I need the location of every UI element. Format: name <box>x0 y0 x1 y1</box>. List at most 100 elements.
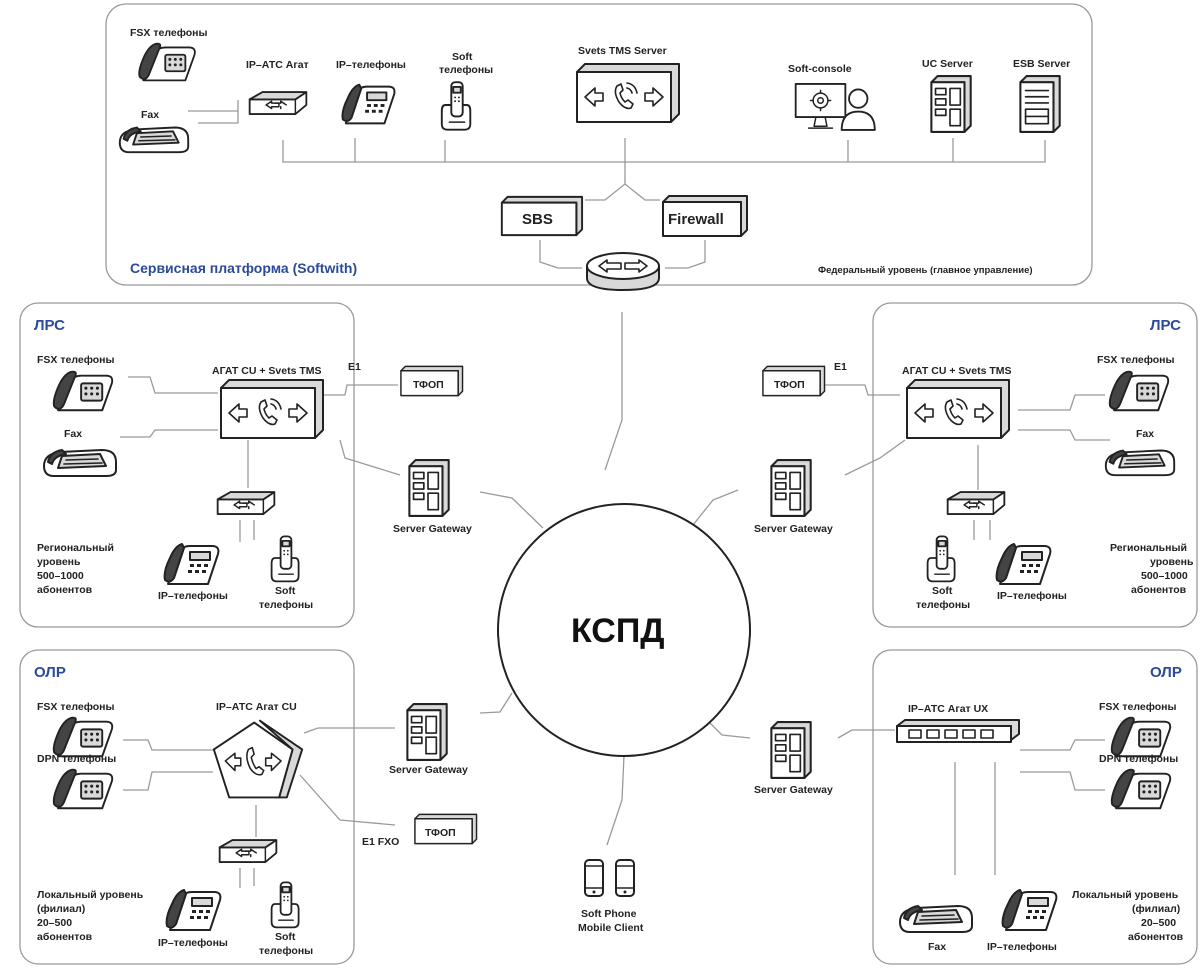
lrs-right-e1: E1 <box>834 361 847 373</box>
platform-ipats-label: IP–АТС Агат <box>246 59 309 71</box>
olr-left-desc4: абонентов <box>37 931 93 943</box>
desk-phone-icon <box>138 42 196 82</box>
lrs-right-fax: Fax <box>1136 428 1154 440</box>
lrs-left-fax: Fax <box>64 428 82 440</box>
desk-phone-icon <box>1108 370 1170 412</box>
platform-fsx-label: FSX телефоны <box>130 27 207 39</box>
olr-left-title: ОЛР <box>34 664 66 681</box>
lrs-left-title: ЛРС <box>34 317 65 334</box>
olr-right-fax: Fax <box>928 941 946 953</box>
platform-soft2-label: телефоны <box>439 64 493 76</box>
lrs-right-title: ЛРС <box>1150 317 1181 334</box>
olr-left-fsx: FSX телефоны <box>37 701 114 713</box>
platform-tms-label: Svets TMS Server <box>578 45 667 57</box>
mobile-phone-icon <box>615 859 635 897</box>
olr-left-desc2: (филиал) <box>37 903 85 915</box>
tms-server-icon <box>575 62 681 124</box>
olr-left-gateway: Server Gateway <box>389 764 468 776</box>
kspd-label: КСПД <box>571 612 665 650</box>
fax-icon <box>1104 449 1176 477</box>
platform-soft1-label: Soft <box>452 51 473 63</box>
olr-left-soft1: Soft <box>275 931 296 943</box>
fax-icon <box>899 905 973 933</box>
switch-icon <box>896 719 1020 743</box>
lrs-left-soft2: телефоны <box>259 599 313 611</box>
fax-icon <box>43 449 117 477</box>
desk-phone-icon <box>52 370 114 412</box>
desk-phone-icon <box>52 716 114 758</box>
olr-right-ipphones: IP–телефоны <box>987 941 1057 953</box>
olr-right: ОЛР FSX телефоны DPN телефоны IP–АТС Ага… <box>754 664 1184 953</box>
lrs-left-desc3: 500–1000 <box>37 570 84 582</box>
lrs-right-soft1: Soft <box>932 585 953 597</box>
desk-phone-icon <box>1110 768 1172 810</box>
olr-left-desc3: 20–500 <box>37 917 72 929</box>
platform-ipphones-label: IP–телефоны <box>336 59 406 71</box>
lrs-right-desc4: абонентов <box>1131 584 1187 596</box>
mobile-label-1: Soft Phone <box>581 908 637 920</box>
mobile-phone-icon <box>584 859 604 897</box>
lrs-right-desc3: 500–1000 <box>1141 570 1188 582</box>
lrs-left-fsx: FSX телефоны <box>37 354 114 366</box>
server-rack-icon <box>1019 74 1061 134</box>
lrs-left-desc2: уровень <box>37 556 81 568</box>
platform-fax-label: Fax <box>141 109 159 121</box>
kspd-core: КСПД Soft Phone Mobile Client <box>497 503 751 934</box>
lrs-left-core: АГАТ CU + Svets TMS <box>212 365 322 377</box>
gateway-icon <box>770 458 812 518</box>
olr-right-desc2: (филиал) <box>1132 903 1180 915</box>
olr-right-core: IP–АТС Агат UX <box>908 703 988 715</box>
platform-title: Сервисная платформа (Softwith) <box>130 260 357 276</box>
lrs-right-gateway: Server Gateway <box>754 523 833 535</box>
olr-right-gateway: Server Gateway <box>754 784 833 796</box>
olr-left-core: IP–АТС Агат CU <box>216 701 297 713</box>
olr-right-dpn: DPN телефоны <box>1099 753 1178 765</box>
connections <box>120 100 1110 888</box>
ip-pbx-icon <box>216 491 276 515</box>
lrs-left-desc1: Региональный <box>37 542 114 554</box>
gateway-icon <box>770 720 812 780</box>
lrs-left-ipphones: IP–телефоны <box>158 590 228 602</box>
olr-left-ipphones: IP–телефоны <box>158 937 228 949</box>
lrs-left-pstn: ТФОП <box>413 379 444 391</box>
tms-server-icon <box>905 378 1011 440</box>
gateway-icon <box>408 458 450 518</box>
platform-sbs-label: SBS <box>522 211 553 228</box>
olr-left: ОЛР FSX телефоны DPN телефоны IP–АТС Ага… <box>34 664 478 957</box>
desk-phone-icon <box>52 768 114 810</box>
platform-console-label: Soft-console <box>788 63 852 75</box>
olr-left-e1: E1 FXO <box>362 836 399 848</box>
mobile-label-2: Mobile Client <box>578 922 644 934</box>
lrs-right-soft2: телефоны <box>916 599 970 611</box>
lrs-left-soft1: Soft <box>275 585 296 597</box>
ip-pbx-icon <box>218 839 278 863</box>
server-rack-icon <box>930 74 972 134</box>
lrs-left-desc4: абонентов <box>37 584 93 596</box>
lrs-right-pstn: ТФОП <box>774 379 805 391</box>
platform-uc-label: UC Server <box>922 58 973 70</box>
lrs-right-desc1: Региональный <box>1110 542 1187 554</box>
router-icon <box>585 251 661 292</box>
gateway-icon <box>406 702 448 762</box>
olr-left-dpn: DPN телефоны <box>37 753 116 765</box>
lrs-left-e1: E1 <box>348 361 361 373</box>
olr-right-desc3: 20–500 <box>1141 917 1176 929</box>
lrs-right-desc2: уровень <box>1150 556 1194 568</box>
olr-right-title: ОЛР <box>1150 664 1182 681</box>
olr-left-soft2: телефоны <box>259 945 313 957</box>
lrs-right-core: АГАТ CU + Svets TMS <box>902 365 1012 377</box>
fax-icon <box>118 126 190 154</box>
tms-server-icon <box>219 378 325 440</box>
platform-esb-label: ESB Server <box>1013 58 1070 70</box>
lrs-right-fsx: FSX телефоны <box>1097 354 1174 366</box>
olr-right-desc1: Локальный уровень <box>1072 889 1179 901</box>
ip-pbx-icon <box>248 91 308 115</box>
platform: FSX телефоны Fax IP–АТС Агат IP–телефоны… <box>118 27 1070 292</box>
desk-phone-icon <box>1110 716 1172 758</box>
lrs-left-gateway: Server Gateway <box>393 523 472 535</box>
olr-left-desc1: Локальный уровень <box>37 889 144 901</box>
lrs-left: ЛРС FSX телефоны Fax АГАТ CU + Svets TMS… <box>34 317 472 611</box>
olr-right-desc4: абонентов <box>1128 931 1184 943</box>
lrs-right: ЛРС FSX телефоны Fax АГАТ CU + Svets TMS… <box>754 317 1194 611</box>
platform-firewall-label: Firewall <box>668 211 724 228</box>
